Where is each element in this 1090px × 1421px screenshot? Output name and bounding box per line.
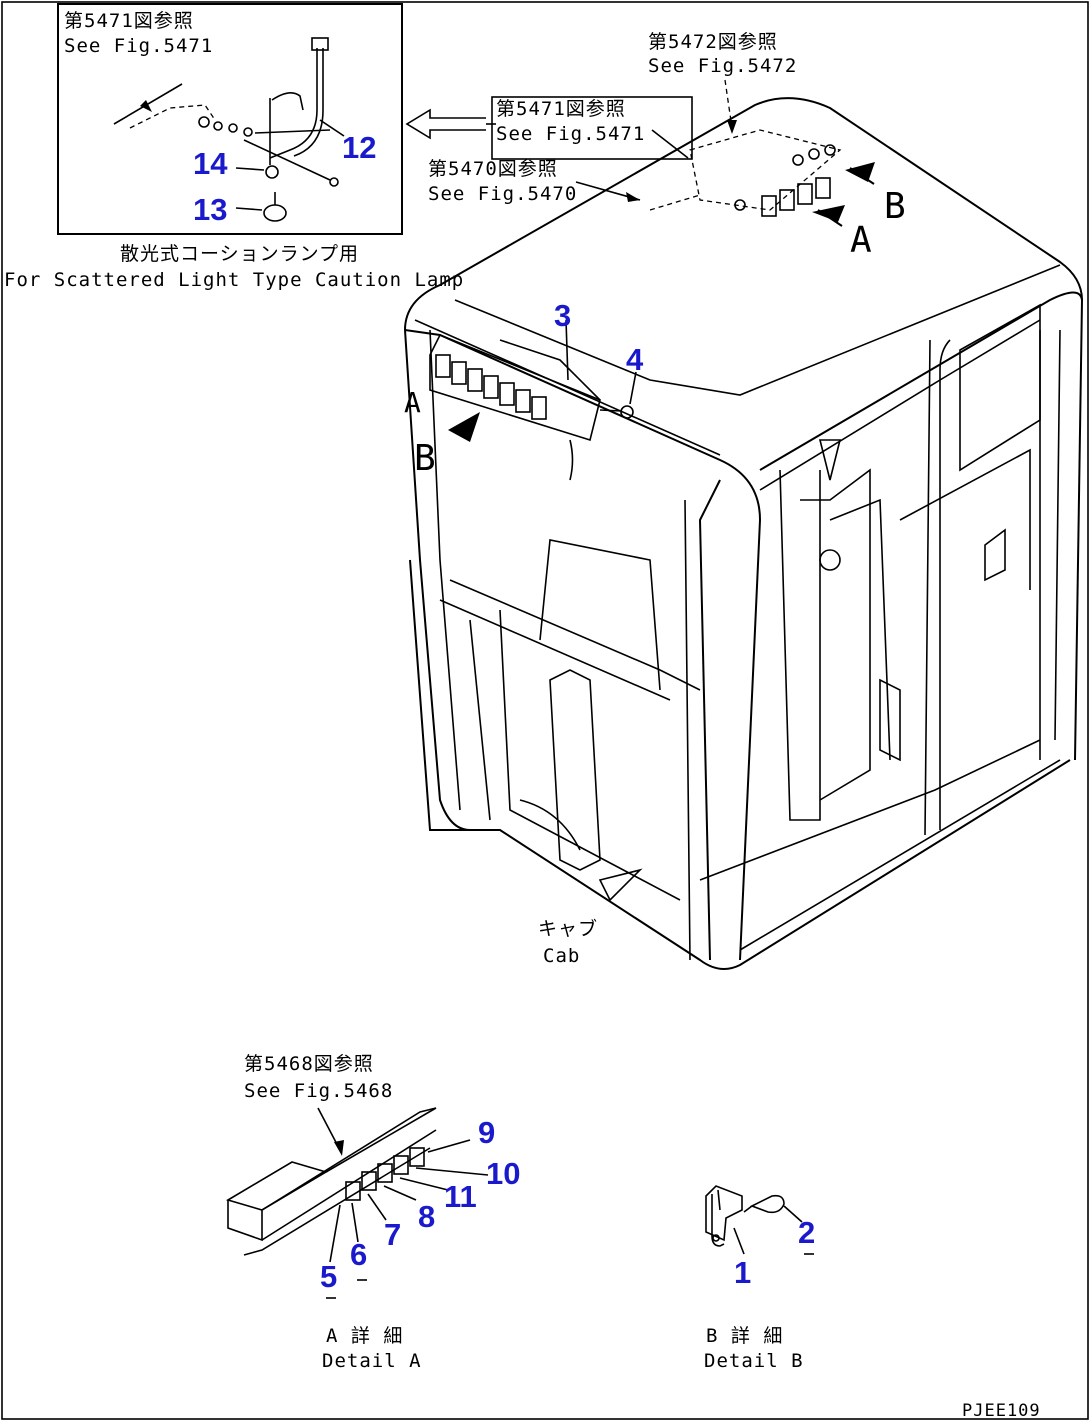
part-1-shape	[705, 1185, 743, 1242]
detail-b-jp: B 詳 細	[706, 1325, 783, 1347]
callout-11: 11	[444, 1179, 477, 1214]
callout-5: 5	[320, 1259, 337, 1294]
ref-5470-en: See Fig.5470	[428, 183, 577, 205]
part-4-shape	[620, 405, 634, 419]
inset-caption-en: For Scattered Light Type Caution Lamp	[4, 269, 464, 291]
drawing-code: PJEE109	[962, 1401, 1041, 1421]
inset-pointer-arrow	[405, 108, 496, 140]
cab-window	[959, 303, 1041, 472]
view-b-label: B	[884, 186, 907, 227]
ref-5468-jp: 第5468図参照	[244, 1053, 374, 1075]
roof-lamp-bar	[429, 333, 601, 442]
callout-6: 6	[350, 1237, 367, 1272]
cab-body	[404, 97, 1083, 970]
view-arrow-a	[812, 205, 845, 227]
ref-5472-en: See Fig.5472	[648, 55, 797, 77]
cab-pillar	[549, 669, 601, 871]
ref-5468-en: See Fig.5468	[244, 1080, 393, 1102]
inset-scattered-light: 第5471図参照 See Fig.5471 12 14 13	[57, 3, 403, 235]
callout-13: 13	[193, 192, 227, 227]
inset-caption-jp: 散光式コーションランプ用	[120, 243, 359, 265]
detail-b	[705, 1185, 814, 1255]
terminal-block-left	[435, 354, 547, 420]
cab-roof-edge	[404, 97, 1083, 331]
detail-a-jp: A 詳 細	[326, 1325, 403, 1347]
view-b-left-label: B	[414, 438, 437, 479]
cab-label-jp: キャブ	[538, 917, 598, 940]
ref-5471-frame	[491, 96, 693, 160]
view-arrow-b-left	[448, 412, 480, 442]
inset-ref-jp: 第5471図参照	[64, 10, 194, 32]
view-a-label: A	[850, 220, 873, 261]
ref-5470-jp: 第5470図参照	[428, 158, 558, 180]
callout-3: 3	[554, 298, 571, 333]
part-13-shape	[263, 204, 287, 222]
callout-10: 10	[486, 1156, 520, 1191]
ref-5472-jp: 第5472図参照	[648, 31, 778, 53]
part-14-shape	[265, 165, 279, 179]
callout-8: 8	[418, 1199, 435, 1234]
cab-right-edge	[1074, 299, 1083, 761]
callout-2: 2	[798, 1215, 815, 1250]
cab-label-en: Cab	[543, 945, 580, 967]
view-a-left-label: A	[404, 386, 422, 419]
detail-a-en: Detail A	[322, 1350, 422, 1372]
callout-4: 4	[626, 342, 644, 377]
inset-frame	[57, 3, 403, 235]
ref-5471-en: See Fig.5471	[496, 123, 645, 145]
detail-b-en: Detail B	[704, 1350, 804, 1372]
harness-lead	[129, 104, 216, 129]
harness-12	[269, 48, 318, 159]
view-arrow-b	[845, 162, 875, 185]
callout-12: 12	[342, 130, 376, 165]
detail-a: 第5468図参照 See Fig.5468	[226, 1053, 489, 1299]
roof-connectors	[649, 129, 842, 217]
part-2-shape	[750, 1194, 785, 1214]
inset-ref-en: See Fig.5471	[64, 35, 213, 57]
ref-5471-jp: 第5471図参照	[496, 98, 626, 120]
callout-7: 7	[384, 1217, 401, 1252]
callout-14: 14	[193, 146, 228, 181]
callout-1: 1	[734, 1255, 751, 1290]
callout-9: 9	[478, 1115, 495, 1150]
